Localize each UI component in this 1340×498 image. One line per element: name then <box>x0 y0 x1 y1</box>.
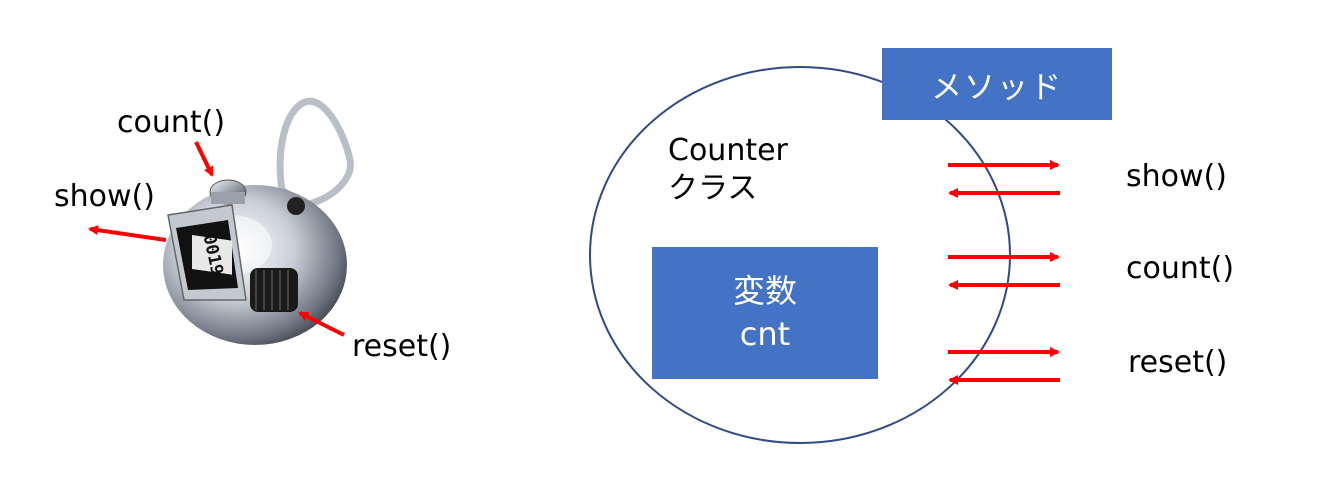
method-arrows <box>948 160 1060 385</box>
show-pointer-arrow <box>88 225 167 242</box>
reset-label: reset() <box>352 329 452 364</box>
reset-pointer-arrow <box>298 311 345 337</box>
class-name: Counter <box>668 133 788 168</box>
methods-header-box: メソッド <box>882 48 1112 120</box>
variable-label: 変数 <box>732 271 797 310</box>
counter-reset-knob <box>250 268 298 312</box>
method-show: show() <box>1126 159 1227 194</box>
method-count: count() <box>1126 251 1235 286</box>
count-pointer-arrow <box>194 141 214 177</box>
count-label: count() <box>117 105 226 140</box>
class-word: クラス <box>668 171 758 206</box>
tally-counter-image: 0019 <box>163 97 354 345</box>
methods-header-text: メソッド <box>931 69 1063 106</box>
show-label: show() <box>54 179 155 214</box>
variable-name: cnt <box>739 315 791 353</box>
variable-box: 変数 cnt <box>652 247 878 379</box>
counter-ring-handle <box>276 97 354 209</box>
method-reset: reset() <box>1128 345 1228 380</box>
